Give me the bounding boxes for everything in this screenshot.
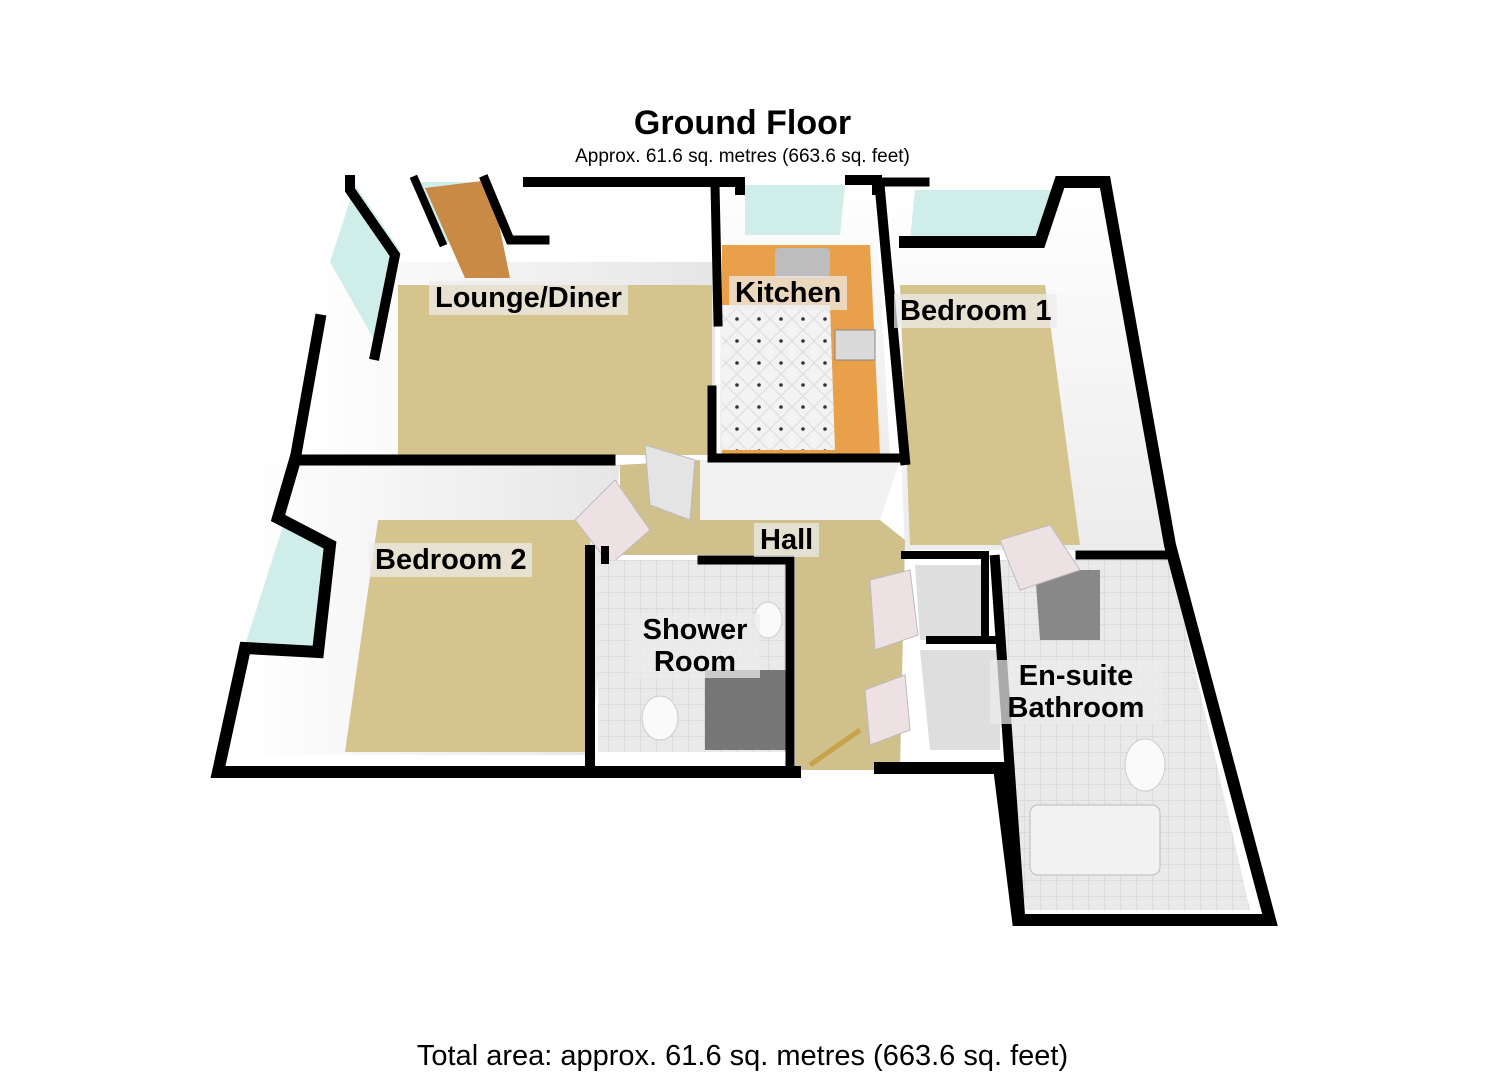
room-label-hall: Hall — [754, 523, 820, 557]
room-label-bedroom-1: Bedroom 1 — [894, 294, 1058, 328]
room-label-shower-room: Shower Room — [630, 614, 760, 678]
door — [999, 524, 1081, 591]
room-hall — [574, 444, 905, 770]
room-en-suite — [998, 524, 1250, 910]
front-door — [425, 180, 510, 278]
room-bedroom-2 — [240, 465, 620, 755]
hob-icon — [834, 329, 876, 361]
walls — [210, 174, 1278, 926]
window — [745, 185, 845, 235]
window — [245, 520, 335, 650]
shower-tray — [1035, 570, 1100, 640]
basin-icon — [1124, 738, 1166, 792]
room-label-lounge-diner: Lounge/Diner — [429, 281, 628, 315]
door — [574, 479, 651, 566]
room-label-bedroom-2: Bedroom 2 — [369, 543, 533, 577]
room-bedroom-1 — [890, 185, 1170, 550]
cupboards — [864, 565, 1000, 750]
sink-icon — [775, 248, 830, 278]
room-label-en-suite-bathroom: En-suite Bathroom — [990, 660, 1162, 724]
room-label-line: Shower — [642, 614, 748, 646]
floor-area-subtitle: Approx. 61.6 sq. metres (663.6 sq. feet) — [575, 146, 910, 167]
window — [910, 190, 1060, 240]
front-door — [808, 727, 862, 768]
toilet-icon — [641, 695, 679, 741]
bath-icon — [1029, 804, 1161, 876]
room-label-line: Room — [653, 646, 737, 678]
room-label-line: Bathroom — [1007, 692, 1145, 724]
room-label-line: En-suite — [1018, 660, 1134, 692]
door — [644, 444, 696, 521]
total-area: Total area: approx. 61.6 sq. metres (663… — [416, 1040, 1069, 1072]
floor-title: Ground Floor — [633, 104, 852, 142]
room-label-kitchen: Kitchen — [729, 276, 848, 310]
room-kitchen — [720, 185, 890, 455]
